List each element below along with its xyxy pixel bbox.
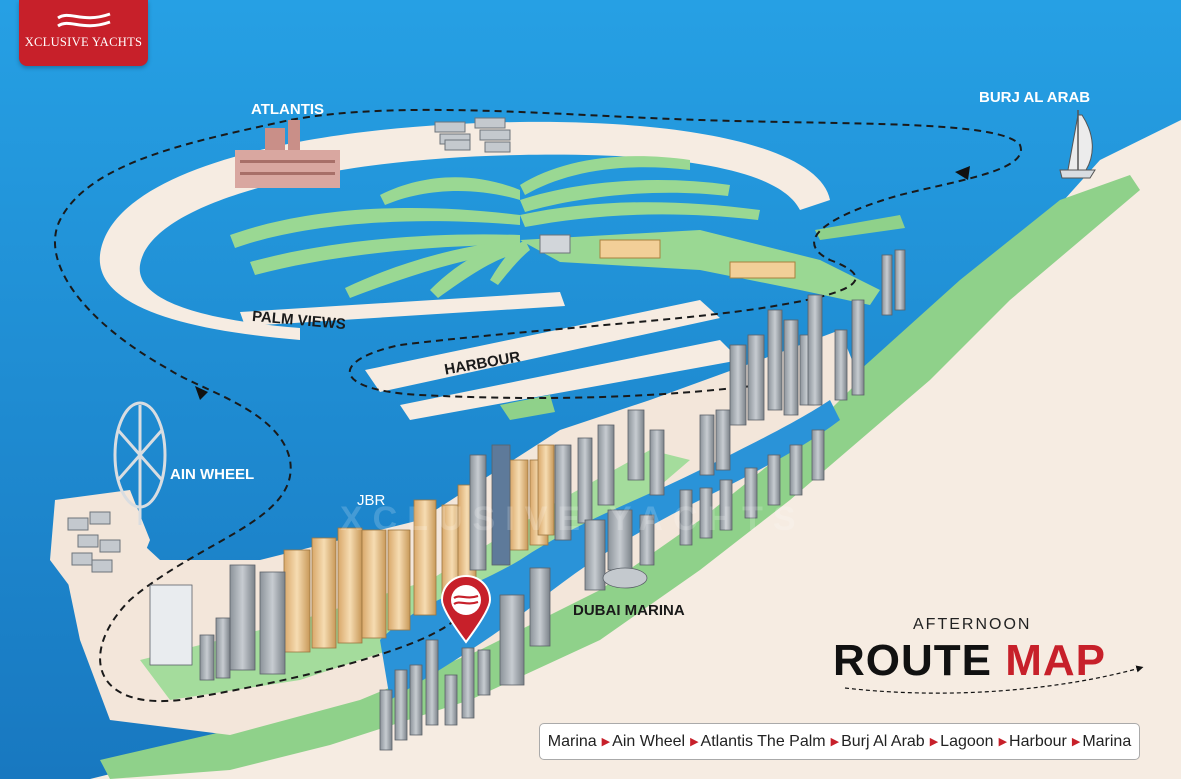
- label-ain-wheel: AIN WHEEL: [170, 466, 255, 483]
- marina-towers-icon: [149, 249, 906, 751]
- route-stop: Lagoon: [940, 732, 994, 750]
- route-arrow-icon: ▶: [1071, 736, 1081, 748]
- watermark: XCLUSIVE YACHTS: [340, 500, 806, 538]
- ain-wheel-icon: [113, 401, 167, 525]
- jbr-towers-icon: [283, 444, 555, 653]
- label-atlantis: ATLANTIS: [251, 101, 325, 118]
- brand-logo: XCLUSIVE YACHTS: [19, 0, 148, 66]
- palm-fronds: [230, 156, 760, 298]
- harbour-strip-2: [400, 340, 740, 420]
- route-stop: Marina: [1082, 732, 1132, 750]
- label-jbr: JBR: [357, 492, 386, 509]
- trunk-buildings-icon: [539, 234, 796, 279]
- title-map: MAP: [1005, 636, 1107, 685]
- label-dubai-marina: DUBAI MARINA: [573, 602, 685, 619]
- route-sequence: Marina▶Ain Wheel▶Atlantis The Palm▶Burj …: [539, 723, 1140, 760]
- marina-location-pin-icon: [440, 574, 492, 644]
- wave-logo-icon: [56, 12, 111, 28]
- route-arrow-right: [955, 166, 970, 180]
- route-stop: Harbour: [1009, 732, 1067, 750]
- label-burj-al-arab: BURJ AL ARAB: [979, 89, 1091, 106]
- title-arrow-icon: [844, 665, 1144, 694]
- title-route: ROUTE: [833, 636, 992, 685]
- route-arrow-left: [195, 386, 208, 400]
- route-stop: Atlantis The Palm: [700, 732, 826, 750]
- palm-blocks-icon: [434, 117, 511, 153]
- atlantis-hotel-icon: [235, 120, 340, 188]
- title-route-map: ROUTE MAP: [833, 636, 1106, 686]
- route-path: [54, 108, 1022, 703]
- route-arrow-icon: ▶: [690, 736, 699, 748]
- route-stop: Burj Al Arab: [841, 732, 925, 750]
- route-stop: Ain Wheel: [612, 732, 686, 750]
- harbour-green: [500, 395, 555, 420]
- ain-blocks-icon: [67, 511, 121, 573]
- route-arrow-icon: ▶: [929, 736, 939, 748]
- coastal-green: [100, 175, 1140, 779]
- route-arrow-icon: ▶: [830, 736, 840, 748]
- route-arrow-icon: ▶: [998, 736, 1008, 748]
- route-stop: Marina: [547, 732, 597, 750]
- burj-al-arab-icon: [1059, 110, 1096, 179]
- brand-name: XCLUSIVE YACHTS: [24, 35, 143, 49]
- route-arrow-icon: ▶: [601, 736, 611, 748]
- palm-views-strip: [240, 292, 565, 326]
- title-afternoon: AFTERNOON: [913, 616, 1032, 633]
- lagoon-island: [815, 215, 905, 240]
- mainland: [90, 120, 1181, 779]
